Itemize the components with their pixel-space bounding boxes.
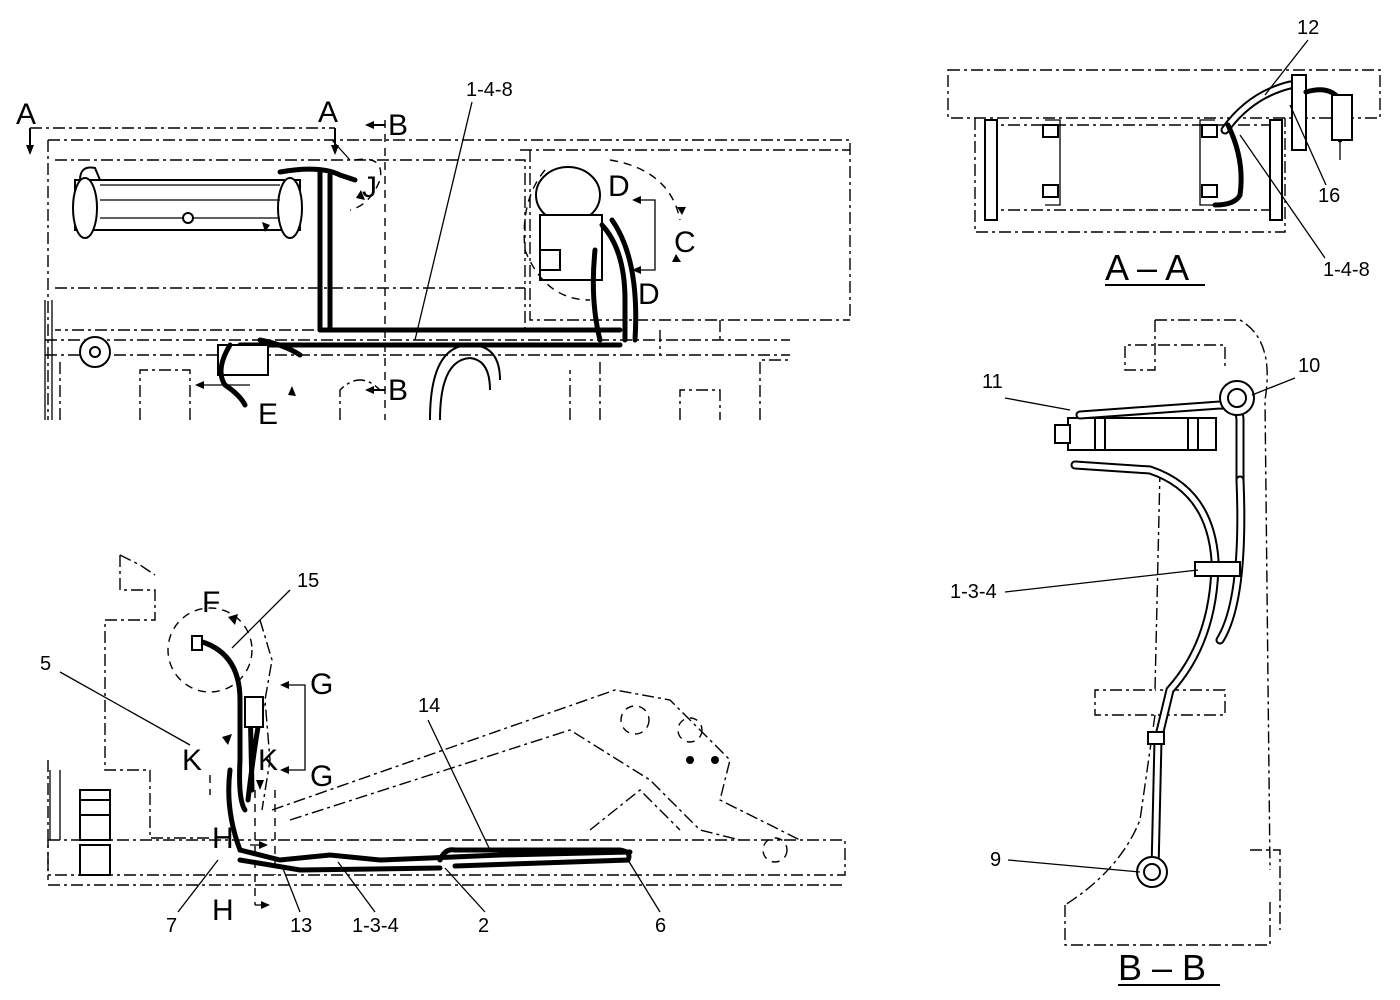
part-number-15: 15 <box>297 570 319 592</box>
view-marker-h-top: H <box>212 822 234 855</box>
view-marker-g-bottom: G <box>310 760 333 793</box>
part-number-12: 12 <box>1297 17 1319 39</box>
view-marker-a-left: A <box>16 98 36 131</box>
part-number-1-4-8-aa: 1-4-8 <box>1323 259 1370 281</box>
view-marker-d-bottom: D <box>638 278 660 311</box>
part-number-14: 14 <box>418 695 440 717</box>
view-marker-c: C <box>674 226 696 259</box>
view-marker-f: F <box>202 586 220 619</box>
part-number-7: 7 <box>166 915 177 937</box>
part-number-5: 5 <box>40 653 51 675</box>
section-a-a <box>947 39 1381 286</box>
section-b-b <box>1004 319 1296 986</box>
part-number-13: 13 <box>290 915 312 937</box>
section-title-b-b: B – B <box>1118 947 1206 988</box>
view-marker-b-top: B <box>388 109 408 142</box>
part-number-6: 6 <box>655 915 666 937</box>
part-number-9: 9 <box>990 849 1001 871</box>
view-marker-k-left: K <box>182 744 202 777</box>
view-marker-e: E <box>258 398 278 431</box>
section-title-a-a: A – A <box>1105 247 1189 288</box>
part-number-10: 10 <box>1298 355 1320 377</box>
view-marker-g-top: G <box>310 668 333 701</box>
view-marker-b-bottom: B <box>388 374 408 407</box>
part-number-1-4-8-top: 1-4-8 <box>466 79 513 101</box>
view-marker-h-bottom: H <box>212 894 234 927</box>
side-view <box>47 222 846 913</box>
part-number-16: 16 <box>1318 185 1340 207</box>
view-marker-a-right: A <box>318 96 338 129</box>
part-number-1-3-4-side: 1-3-4 <box>352 915 399 937</box>
part-number-2: 2 <box>478 915 489 937</box>
part-number-1-3-4-bb: 1-3-4 <box>950 581 997 603</box>
view-marker-k-right: K <box>258 744 278 777</box>
part-number-11: 11 <box>982 371 1003 393</box>
top-view <box>26 101 851 421</box>
view-marker-j: J <box>362 171 377 204</box>
view-marker-d-top: D <box>608 170 630 203</box>
